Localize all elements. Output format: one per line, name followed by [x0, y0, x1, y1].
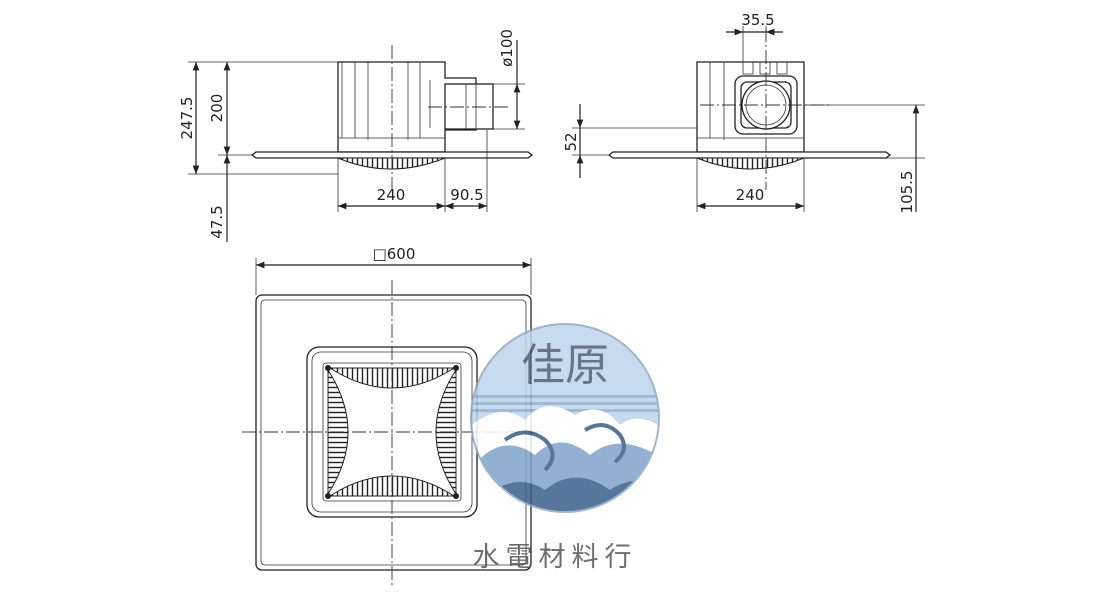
- dim-front-outlet-height: 52: [562, 132, 580, 151]
- dim-side-width: 240: [377, 186, 406, 204]
- dim-side-total-height: 247.5: [178, 97, 196, 140]
- dim-front-width: 240: [736, 186, 765, 204]
- watermark-brand: 佳原: [521, 340, 609, 391]
- dim-plan-plate-size: □600: [373, 245, 416, 263]
- side-view: 247.5 200 47.5 ø100 240 90.5: [178, 29, 534, 242]
- dim-front-top-offset: 35.5: [741, 11, 774, 29]
- plan-view: □600: [242, 245, 545, 585]
- dim-side-bottom-depth: 47.5: [208, 205, 226, 238]
- dim-front-total-depth: 105.5: [898, 171, 916, 214]
- dim-side-body-height: 200: [208, 94, 226, 123]
- front-view: 35.5 52 240 105.5: [562, 11, 925, 213]
- dim-side-pipe-diameter: ø100: [498, 29, 516, 67]
- dim-side-pipe-offset: 90.5: [450, 186, 483, 204]
- watermark-subtitle: 水電材料行: [473, 542, 638, 573]
